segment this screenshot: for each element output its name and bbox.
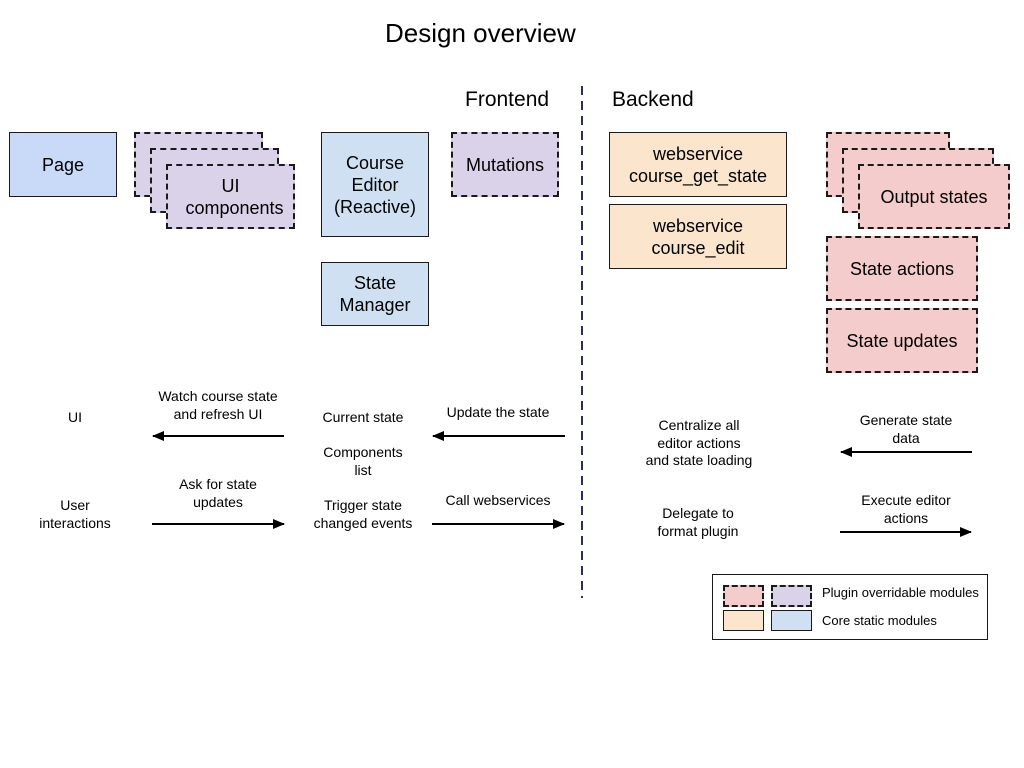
page-node: Page [9,132,117,197]
ask-updates-label: Ask for state updates [179,476,257,510]
ui-components-label: UI components [185,175,284,218]
legend-plugin-label: Plugin overridable modules [822,585,979,600]
legend-core-label: Core static modules [822,613,937,628]
ws-get-state-node: webservice course_get_state [609,132,787,197]
trigger-events-label: Trigger state changed events [313,497,413,531]
state-manager-label: State Manager [339,273,411,315]
legend-swatch-plugin-backend [723,585,764,607]
state-updates-label: State updates [846,330,958,351]
delegate-label: Delegate to format plugin [657,505,739,539]
user-interactions-label: User interactions [39,497,111,531]
ws-get-state-label: webservice course_get_state [628,143,768,186]
ws-edit-label: webservice course_edit [651,215,745,258]
watch-state-label: Watch course state and refresh UI [158,388,278,422]
ui-components-node: UI components [166,164,295,229]
output-states-label: Output states [880,186,988,207]
state-actions-node: State actions [826,236,978,301]
legend-swatch-core-frontend [771,610,812,631]
course-editor-label: Course Editor (Reactive) [333,152,417,217]
state-manager-node: State Manager [321,262,429,326]
update-state-label: Update the state [446,404,550,420]
course-editor-node: Course Editor (Reactive) [321,132,429,237]
page-node-label: Page [41,154,85,175]
generate-state-label: Generate state data [859,412,953,446]
mutations-node: Mutations [451,132,559,197]
output-states-node: Output states [858,164,1010,229]
backend-heading: Backend [612,88,694,111]
mutations-label: Mutations [465,154,545,175]
call-webservices-label: Call webservices [445,492,551,508]
ui-label: UI [68,409,82,425]
execute-actions-label: Execute editor actions [861,492,951,526]
legend-swatch-core-backend [723,610,764,631]
state-actions-label: State actions [849,258,955,279]
diagram-title: Design overview [385,18,576,48]
components-list-label: Components list [323,444,403,478]
state-updates-node: State updates [826,308,978,373]
legend-swatch-plugin-frontend [771,585,812,607]
centralize-label: Centralize all editor actions and state … [645,417,753,468]
frontend-heading: Frontend [465,88,550,111]
current-state-label: Current state [322,409,404,425]
ws-edit-node: webservice course_edit [609,204,787,269]
